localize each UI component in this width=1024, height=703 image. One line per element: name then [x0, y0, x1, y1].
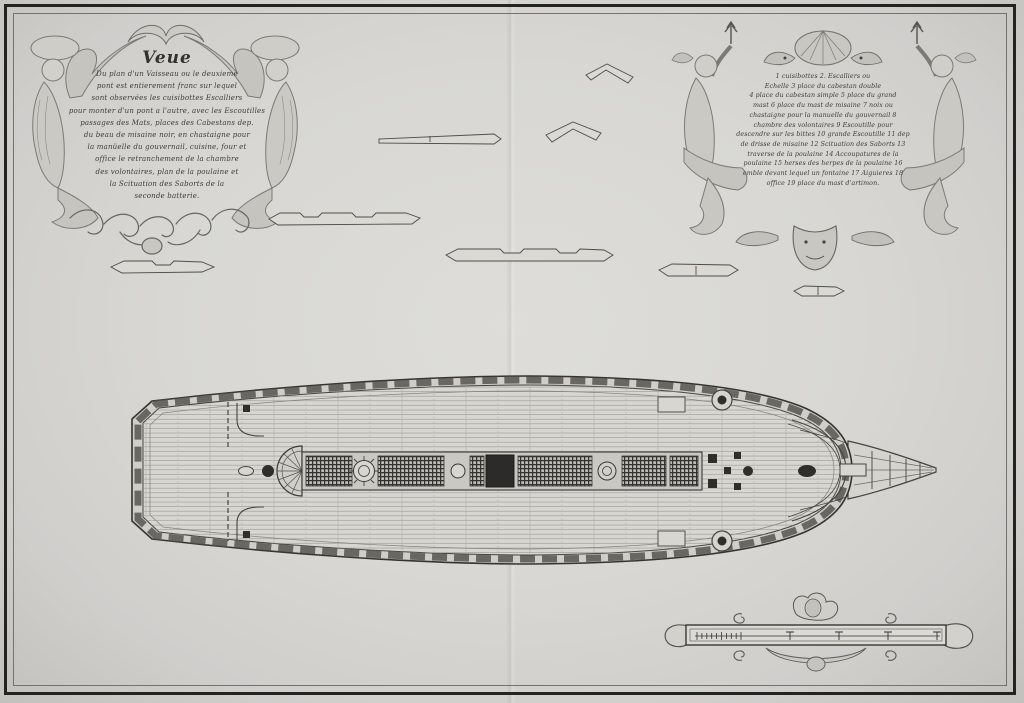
- crest-scroll: [127, 25, 205, 46]
- cathead-sheave: [711, 389, 733, 411]
- bottom-scroll-chain: [69, 208, 250, 255]
- short-beam: [793, 285, 846, 297]
- legend-line: de drisse de misaine 12 Scituation des S…: [740, 140, 906, 148]
- round-scuttle: [450, 463, 466, 479]
- legend-line: chastaigne pour la manuelle du gouvernai…: [749, 111, 897, 119]
- legend-line: mast 6 place du mast de misaine 7 noix o…: [752, 102, 894, 110]
- left-cartouche-line: la Scituation des Saborts de la: [109, 179, 225, 188]
- short-beam: [658, 263, 739, 277]
- notched-beam: [109, 260, 216, 274]
- legend-line: descendre sur les bittes 10 grande Escou…: [736, 131, 910, 139]
- fore-bitts: [708, 452, 741, 490]
- inner-border-line: [13, 13, 1007, 686]
- left-cartouche-line: pour monter d'un pont a l'autre, avec le…: [68, 106, 266, 115]
- open-hatch: [485, 454, 515, 488]
- left-cartouche-line: des volontaires, plan de la poulaine et: [95, 167, 239, 176]
- left-cartouche-line: la manüelle du gouvernail, cuisine, four…: [87, 143, 247, 152]
- scale-rule: [685, 624, 947, 646]
- beakhead: [847, 440, 937, 500]
- whipstaff-fan: [276, 445, 303, 497]
- legend-line: poulaine 15 herses des herpes de la poul…: [743, 160, 903, 168]
- bottom-mask: [735, 225, 895, 271]
- left-cartouche-text: Veue Du plan d'un Vaisseau ou le deuxiem…: [62, 48, 272, 202]
- legend-line: traverse de la poulaine 14 Accoupatures …: [747, 150, 899, 158]
- fore-mast-hole: [798, 465, 816, 477]
- notched-beam: [445, 248, 614, 262]
- siren-figure-right: [183, 35, 300, 229]
- timber-pieces: [109, 63, 846, 297]
- hatch-grating-row: [301, 451, 703, 491]
- legend-line: 4 place du cabestan simple 5 place du gr…: [749, 92, 897, 100]
- outer-border-frame: [4, 4, 1016, 695]
- left-cartouche-line: pont est entierement franc sur lequel: [96, 82, 238, 91]
- triton-figure-left: [671, 20, 748, 235]
- stern-bulkhead: [227, 402, 264, 541]
- triton-figure-right: [900, 20, 977, 235]
- scuttle-oval: [238, 466, 254, 476]
- notched-beam: [268, 212, 421, 226]
- waterway-line: [149, 390, 835, 550]
- fold-crease: [506, 0, 516, 703]
- scale-bar: [664, 592, 974, 672]
- left-cartouche-line: Du plan d'un Vaisseau ou le deuxieme: [96, 70, 238, 78]
- ship-deck-plan: [131, 375, 937, 565]
- left-cartouche-line: sont observées les cuisibottes Escallier…: [91, 94, 243, 103]
- spar-batten: [378, 133, 502, 145]
- legend-line: chambre des volontaires 9 Escoutille pou…: [753, 121, 893, 129]
- legend-line: office 19 place du mast d'artimon.: [766, 179, 880, 187]
- left-cartouche-line: seconde batterie.: [134, 192, 200, 201]
- knee-timber: [545, 121, 602, 143]
- legend-line: 1 cuisibottes 2. Escalliers ou: [775, 73, 871, 80]
- legend-line: emble devant lequel un fontaine 17 Aigui…: [742, 170, 904, 178]
- left-cartouche-line: du beau de misaine noir, en chastaigne p…: [83, 131, 251, 140]
- siren-figure-left: [30, 35, 147, 229]
- bow-room: [657, 396, 686, 413]
- legend-line: Echelle 3 place du cabestan double: [764, 82, 882, 90]
- main-mast-hole: [597, 461, 617, 481]
- shell-crest: [763, 30, 883, 66]
- right-cartouche-legend: 1 cuisibottes 2. Escalliers ou Echelle 3…: [722, 72, 924, 188]
- centerline-fittings: [238, 445, 816, 497]
- cathead-sheave: [711, 530, 733, 552]
- capstan-double: [349, 456, 379, 486]
- right-cartouche-ornament: [671, 20, 977, 271]
- fore-hatch-round: [743, 466, 753, 476]
- bow-room: [657, 530, 686, 547]
- knee-timber: [585, 63, 634, 84]
- mizzen-mast-hole: [262, 465, 274, 477]
- bow-details: [657, 389, 867, 552]
- scale-ticks: [695, 631, 941, 640]
- left-cartouche-line: passages des Mats, places des Cabestans …: [80, 118, 254, 127]
- left-cartouche-ornament: [30, 25, 300, 255]
- left-cartouche-line: office le retranchement de la chambre: [95, 155, 239, 164]
- left-cartouche-title: Veue: [142, 48, 192, 68]
- scale-mask: [806, 656, 826, 672]
